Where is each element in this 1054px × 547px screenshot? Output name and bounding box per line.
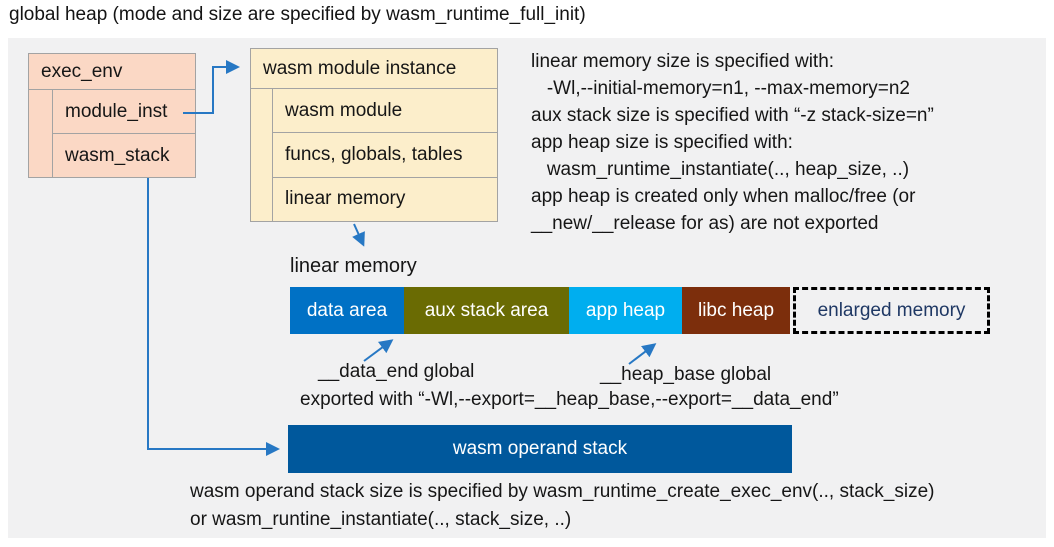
segment-app-heap: app heap xyxy=(569,287,682,334)
exec-env-indent-strip xyxy=(29,90,53,177)
data-end-global-label: __data_end global xyxy=(318,361,475,382)
module-instance-box: wasm module instance wasm module funcs, … xyxy=(250,48,498,222)
module-instance-indent-strip xyxy=(251,89,273,221)
module-instance-row-linear-memory: linear memory xyxy=(285,188,406,210)
note-line: -Wl,--initial-memory=n1, --max-memory=n2 xyxy=(531,78,910,99)
note-line: __new/__release for as) are not exported xyxy=(531,213,879,234)
wasm-operand-stack-bar: wasm operand stack xyxy=(288,425,792,473)
diagram-title: global heap (mode and size are specified… xyxy=(9,4,586,25)
segment-libc-heap: libc heap xyxy=(682,287,790,334)
note-line: app heap size is specified with: xyxy=(531,132,793,153)
module-instance-row-funcs-globals-tables: funcs, globals, tables xyxy=(273,133,497,178)
note-line: wasm_runtime_instantiate(.., heap_size, … xyxy=(531,159,910,180)
note-line: linear memory size is specified with: xyxy=(531,51,835,72)
linear-memory-label: linear memory xyxy=(290,255,417,277)
note-line: wasm operand stack size is specified by … xyxy=(190,481,935,502)
linear-memory-bar: data area aux stack area app heap libc h… xyxy=(290,287,790,334)
note-line: aux stack size is specified with “-z sta… xyxy=(531,105,934,126)
operand-stack-notes: wasm operand stack size is specified by … xyxy=(190,478,935,534)
note-line: or wasm_runtine_instantiate(.., stack_si… xyxy=(190,509,572,530)
heap-base-global-label: __heap_base global xyxy=(600,364,772,385)
exec-env-header: exec_env xyxy=(29,54,195,90)
segment-aux-stack-area: aux stack area xyxy=(404,287,569,334)
module-instance-header: wasm module instance xyxy=(251,49,497,89)
exported-with-label: exported with “-Wl,--export=__heap_base,… xyxy=(300,389,839,410)
segment-data-area: data area xyxy=(290,287,404,334)
module-instance-row-wasm-module: wasm module xyxy=(273,89,497,134)
exec-env-row-wasm-stack: wasm_stack xyxy=(65,144,170,166)
exec-env-row-module-inst: module_inst xyxy=(53,90,195,134)
size-notes: linear memory size is specified with: -W… xyxy=(531,48,934,237)
exec-env-box: exec_env module_inst wasm_stack xyxy=(28,53,196,178)
segment-enlarged-memory: enlarged memory xyxy=(793,287,990,334)
note-line: app heap is created only when malloc/fre… xyxy=(531,186,916,207)
